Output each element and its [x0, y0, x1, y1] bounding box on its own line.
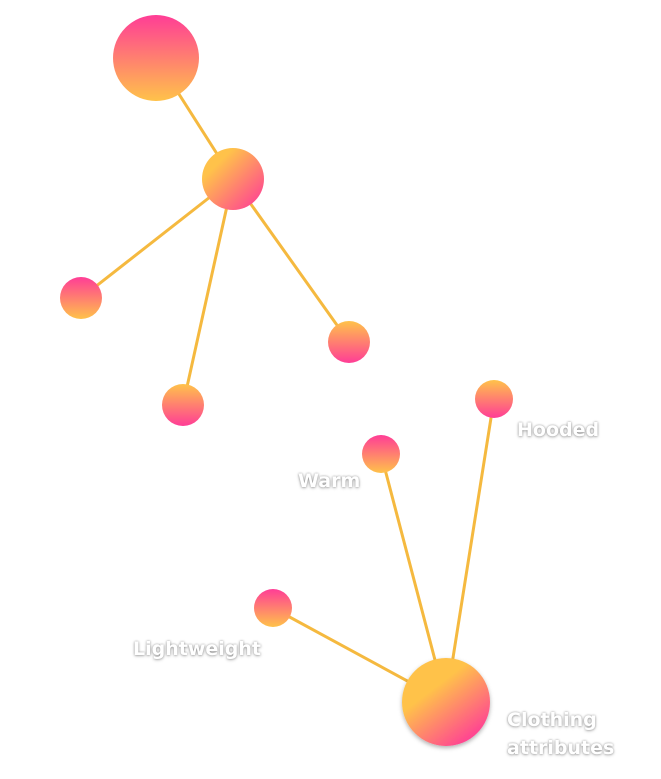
- node-top-bottom[interactable]: [162, 384, 204, 426]
- edge: [181, 177, 235, 407]
- label-hooded: Hooded: [517, 419, 600, 441]
- node-clothing-attributes[interactable]: [402, 658, 490, 746]
- node-lightweight[interactable]: [254, 589, 292, 627]
- edge: [79, 177, 235, 300]
- node-top-hub[interactable]: [202, 148, 264, 210]
- edges-top-cluster: [79, 56, 351, 407]
- label-clothing-line2: attributes: [507, 737, 615, 759]
- edge: [231, 177, 351, 344]
- node-warm[interactable]: [362, 435, 400, 473]
- edge: [444, 397, 496, 704]
- label-warm: Warm: [298, 470, 361, 492]
- node-hooded[interactable]: [475, 380, 513, 418]
- label-clothing-attributes: Clothing attributes: [507, 706, 614, 762]
- node-top-left[interactable]: [60, 277, 102, 319]
- node-top-root[interactable]: [113, 15, 199, 101]
- label-clothing-line1: Clothing: [507, 709, 597, 731]
- label-lightweight: Lightweight: [133, 638, 261, 660]
- node-top-right[interactable]: [328, 321, 370, 363]
